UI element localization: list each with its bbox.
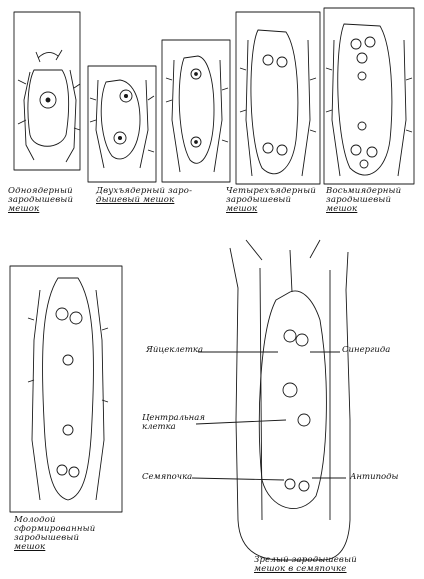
panel-7-drawing [192,240,350,560]
panel-2-drawing [90,80,154,168]
panel-6-frame [10,266,122,512]
panel-1-drawing [18,50,80,162]
panel-4-frame [236,12,320,184]
antipodes-label: Антиподы [350,473,398,482]
panel-4-caption-line-3: мешок [326,205,401,214]
egg-cell-label: Яйцеклетка [146,346,203,355]
synergid-label: Синергида [342,346,390,355]
central-cell-label: Центральная клетка [142,414,205,432]
panel-6-caption-line-2: мешок в семяпочке [254,565,357,574]
ovule-label: Семяпочка [142,473,192,482]
panel-2-caption-line-2: дышевый мешок [96,196,192,205]
panel-5-drawing [326,24,412,176]
panel-4-drawing [240,30,316,176]
panel-1-caption-line-3: мешок [8,205,73,214]
panel-5-caption-line-4: мешок [14,543,95,552]
panel-3-drawing [166,56,228,172]
panel-6-drawing [28,278,108,500]
panel-3-caption-line-3: мешок [226,205,316,214]
central-cell-label-line-2: клетка [142,423,205,432]
